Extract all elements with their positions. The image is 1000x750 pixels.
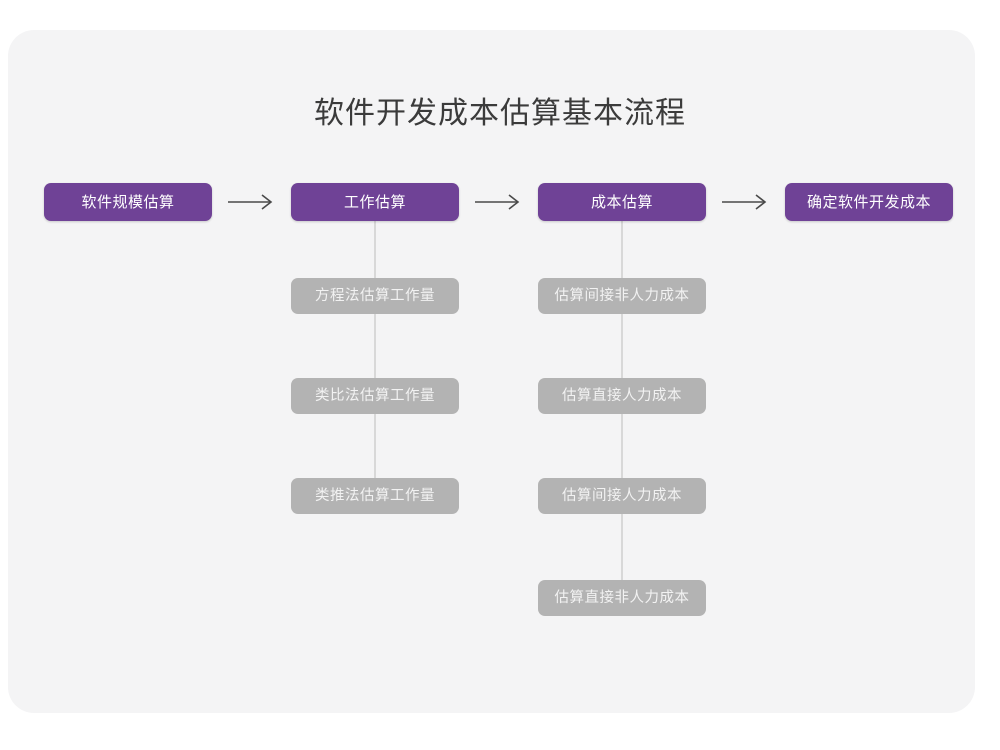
arrow-stage1-to-stage2 — [228, 194, 273, 210]
stage-node-label: 确定软件开发成本 — [806, 193, 931, 211]
arrow-stage2-to-stage3 — [475, 194, 520, 210]
substep-node-indirect-labor-cost[interactable]: 估算间接人力成本 — [538, 478, 706, 514]
stage-node-work-estimation[interactable]: 工作估算 — [291, 183, 459, 221]
substep-node-label: 类推法估算工作量 — [315, 487, 435, 504]
substep-node-equation-method-workload[interactable]: 方程法估算工作量 — [291, 278, 459, 314]
stage-node-software-scale-estimation[interactable]: 软件规模估算 — [44, 183, 212, 221]
stage-node-label: 软件规模估算 — [81, 193, 175, 211]
substep-node-label: 估算间接非人力成本 — [554, 287, 690, 304]
substep-node-label: 方程法估算工作量 — [315, 287, 435, 304]
stage-node-label: 成本估算 — [590, 193, 653, 211]
substep-node-label: 估算间接人力成本 — [562, 487, 682, 504]
connector-work-column — [374, 221, 376, 501]
stage-node-determine-development-cost[interactable]: 确定软件开发成本 — [785, 183, 953, 221]
substep-node-label: 类比法估算工作量 — [315, 387, 435, 404]
diagram-card — [8, 30, 975, 713]
substep-node-label: 估算直接非人力成本 — [554, 589, 690, 606]
substep-node-label: 估算直接人力成本 — [562, 387, 682, 404]
substep-node-inference-method-workload[interactable]: 类推法估算工作量 — [291, 478, 459, 514]
substep-node-direct-labor-cost[interactable]: 估算直接人力成本 — [538, 378, 706, 414]
page-title: 软件开发成本估算基本流程 — [314, 97, 686, 130]
substep-node-direct-nonlabor-cost[interactable]: 估算直接非人力成本 — [538, 580, 706, 616]
substep-node-analogy-method-workload[interactable]: 类比法估算工作量 — [291, 378, 459, 414]
stage-node-label: 工作估算 — [343, 193, 406, 211]
substep-node-indirect-nonlabor-cost[interactable]: 估算间接非人力成本 — [538, 278, 706, 314]
stage-node-cost-estimation[interactable]: 成本估算 — [538, 183, 706, 221]
arrow-stage3-to-stage4 — [722, 194, 767, 210]
